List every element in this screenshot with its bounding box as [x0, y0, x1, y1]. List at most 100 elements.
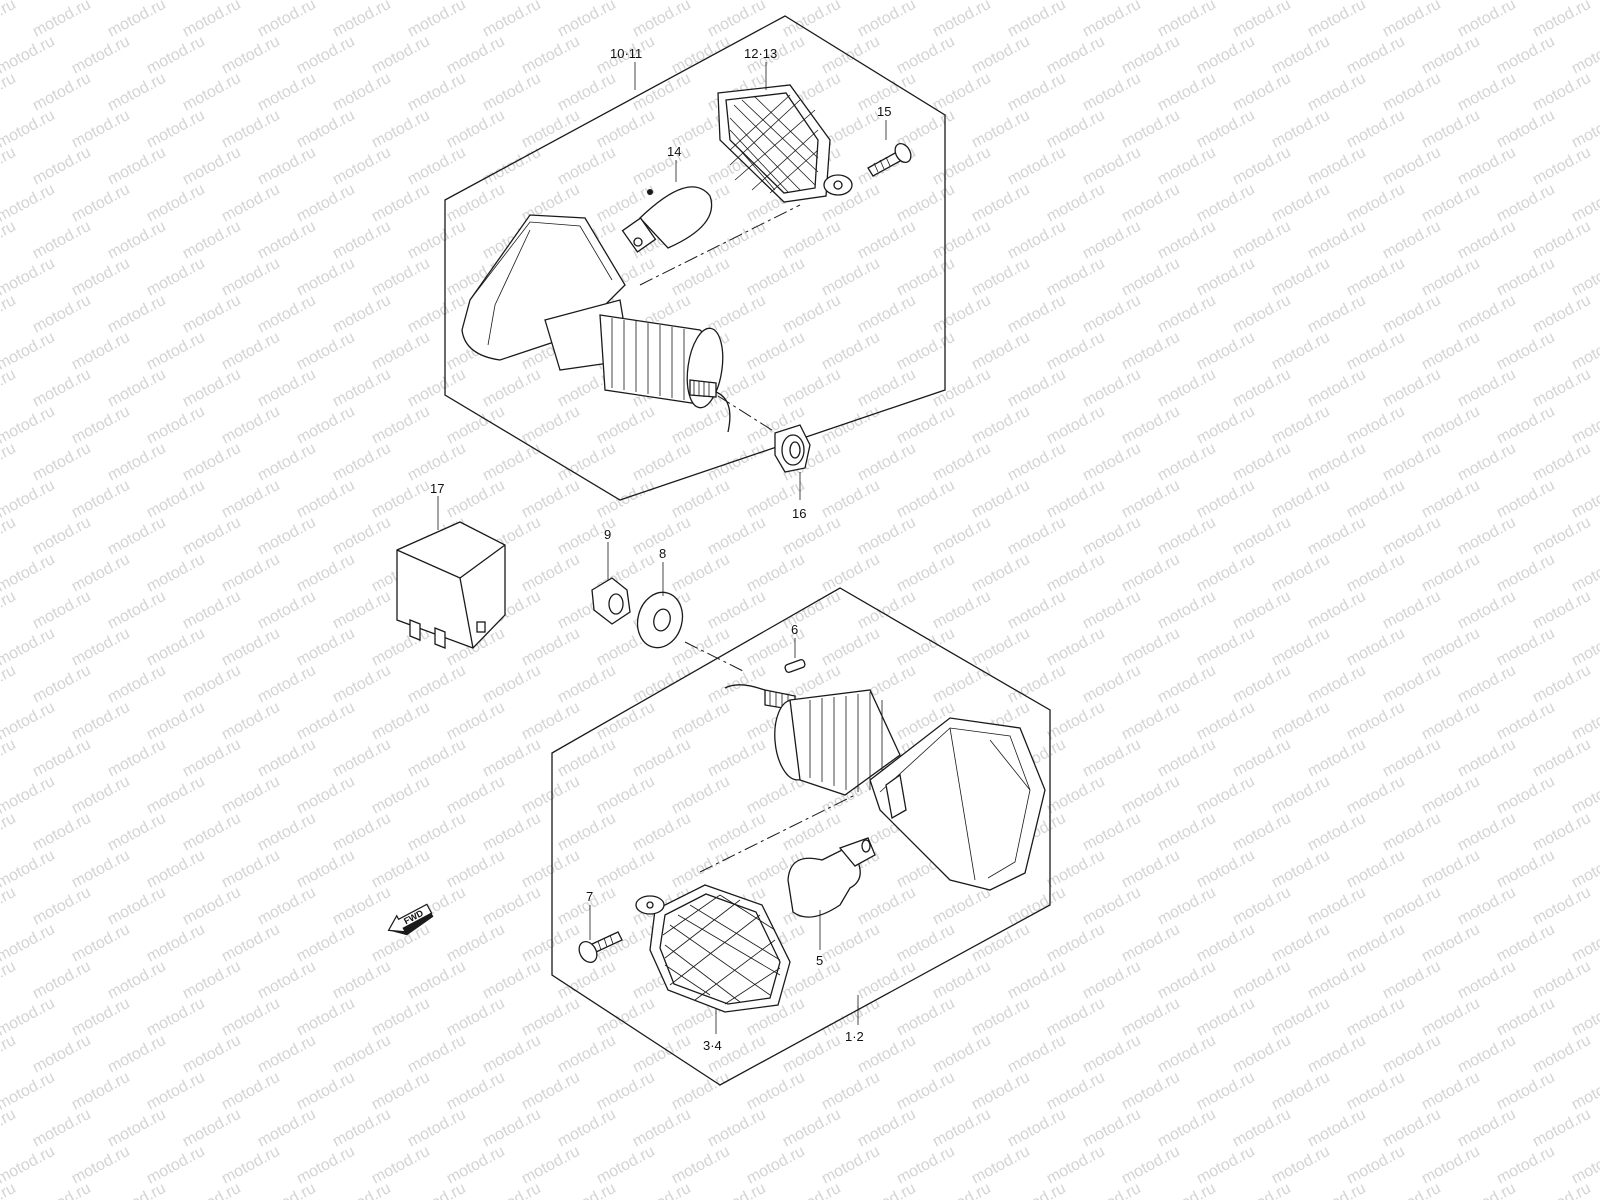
watermark-text: motod.ru — [1155, 514, 1219, 559]
watermark-text: motod.ru — [1305, 662, 1369, 707]
watermark-text: motod.ru — [1155, 736, 1219, 781]
watermark-text: motod.ru — [480, 1032, 544, 1077]
watermark-text: motod.ru — [1080, 1180, 1144, 1200]
watermark-text: motod.ru — [555, 662, 619, 707]
watermark-text: motod.ru — [144, 255, 208, 300]
watermark-text: motod.ru — [480, 810, 544, 855]
watermark-text: motod.ru — [1044, 477, 1108, 522]
watermark-text: motod.ru — [255, 0, 319, 41]
watermark-text: motod.ru — [1494, 1143, 1558, 1188]
watermark-text: motod.ru — [1380, 292, 1444, 337]
watermark-text: motod.ru — [105, 810, 169, 855]
watermark-text: motod.ru — [0, 588, 19, 633]
watermark-text: motod.ru — [1455, 292, 1519, 337]
watermark-text: motod.ru — [480, 440, 544, 485]
watermark-text: motod.ru — [1494, 107, 1558, 152]
watermark-text: motod.ru — [1230, 588, 1294, 633]
watermark-text: motod.ru — [1305, 588, 1369, 633]
watermark-text: motod.ru — [669, 699, 733, 744]
watermark-text: motod.ru — [630, 810, 694, 855]
watermark-text: motod.ru — [630, 1180, 694, 1200]
watermark-text: motod.ru — [444, 477, 508, 522]
watermark-text: motod.ru — [180, 1180, 244, 1200]
watermark-text: motod.ru — [294, 1143, 358, 1188]
watermark-text: motod.ru — [144, 1143, 208, 1188]
watermark-text: motod.ru — [780, 1032, 844, 1077]
watermark-text: motod.ru — [180, 70, 244, 115]
watermark-text: motod.ru — [1155, 1106, 1219, 1151]
watermark-text: motod.ru — [294, 1069, 358, 1114]
watermark-text: motod.ru — [444, 181, 508, 226]
watermark-text: motod.ru — [444, 1143, 508, 1188]
pin-6 — [784, 659, 806, 673]
watermark-text: motod.ru — [255, 884, 319, 929]
watermark-text: motod.ru — [1230, 70, 1294, 115]
watermark-text: motod.ru — [1305, 514, 1369, 559]
watermark-text: motod.ru — [705, 218, 769, 263]
watermark-text: motod.ru — [1269, 921, 1333, 966]
watermark-text: motod.ru — [1044, 255, 1108, 300]
watermark-text: motod.ru — [555, 1180, 619, 1200]
watermark-text: motod.ru — [1230, 366, 1294, 411]
watermark-text: motod.ru — [1230, 1032, 1294, 1077]
watermark-text: motod.ru — [255, 366, 319, 411]
watermark-text: motod.ru — [669, 477, 733, 522]
watermark-text: motod.ru — [855, 1032, 919, 1077]
watermark-text: motod.ru — [1419, 329, 1483, 374]
watermark-text: motod.ru — [705, 514, 769, 559]
front-lens-12-13 — [717, 84, 853, 203]
watermark-text: motod.ru — [294, 403, 358, 448]
watermark-text: motod.ru — [930, 884, 994, 929]
watermark-text: motod.ru — [1380, 366, 1444, 411]
front-screw-15 — [867, 143, 912, 177]
watermark-text: motod.ru — [1119, 477, 1183, 522]
watermark-text: motod.ru — [69, 921, 133, 966]
watermark-text: motod.ru — [1419, 699, 1483, 744]
watermark-text: motod.ru — [1344, 107, 1408, 152]
watermark-text: motod.ru — [519, 1143, 583, 1188]
watermark-text: motod.ru — [1419, 33, 1483, 78]
watermark-text: motod.ru — [255, 440, 319, 485]
watermark-text: motod.ru — [1080, 662, 1144, 707]
watermark-text: motod.ru — [855, 0, 919, 41]
watermark-text: motod.ru — [1230, 440, 1294, 485]
watermark-text: motod.ru — [255, 1106, 319, 1151]
watermark-text: motod.ru — [105, 144, 169, 189]
watermark-text: motod.ru — [930, 366, 994, 411]
watermark-text: motod.ru — [780, 588, 844, 633]
watermark-text: motod.ru — [519, 403, 583, 448]
watermark-text: motod.ru — [1380, 810, 1444, 855]
watermark-text: motod.ru — [1155, 1180, 1219, 1200]
watermark-text: motod.ru — [1305, 440, 1369, 485]
watermark-text: motod.ru — [255, 736, 319, 781]
watermark-text: motod.ru — [780, 810, 844, 855]
watermark-text: motod.ru — [1194, 329, 1258, 374]
watermark-text: motod.ru — [219, 477, 283, 522]
watermark-text: motod.ru — [969, 181, 1033, 226]
watermark-text: motod.ru — [0, 70, 19, 115]
watermark-text: motod.ru — [1005, 366, 1069, 411]
watermark-text: motod.ru — [519, 921, 583, 966]
watermark-text: motod.ru — [1119, 699, 1183, 744]
watermark-text: motod.ru — [294, 773, 358, 818]
watermark-text: motod.ru — [1269, 181, 1333, 226]
watermark-text: motod.ru — [294, 625, 358, 670]
watermark-text: motod.ru — [330, 1180, 394, 1200]
watermark-text: motod.ru — [1044, 773, 1108, 818]
watermark-text: motod.ru — [1455, 70, 1519, 115]
watermark-text: motod.ru — [744, 329, 808, 374]
watermark-text: motod.ru — [330, 884, 394, 929]
watermark-text: motod.ru — [1380, 588, 1444, 633]
watermark-text: motod.ru — [1455, 958, 1519, 1003]
watermark-text: motod.ru — [105, 514, 169, 559]
watermark-text: motod.ru — [1194, 33, 1258, 78]
watermark-text: motod.ru — [219, 403, 283, 448]
watermark-text: motod.ru — [969, 403, 1033, 448]
watermark-text: motod.ru — [30, 1032, 94, 1077]
watermark-text: motod.ru — [894, 329, 958, 374]
watermark-text: motod.ru — [594, 1143, 658, 1188]
watermark-text: motod.ru — [369, 773, 433, 818]
watermark-text: motod.ru — [219, 1143, 283, 1188]
watermark-text: motod.ru — [1155, 218, 1219, 263]
watermark-text: motod.ru — [1269, 329, 1333, 374]
